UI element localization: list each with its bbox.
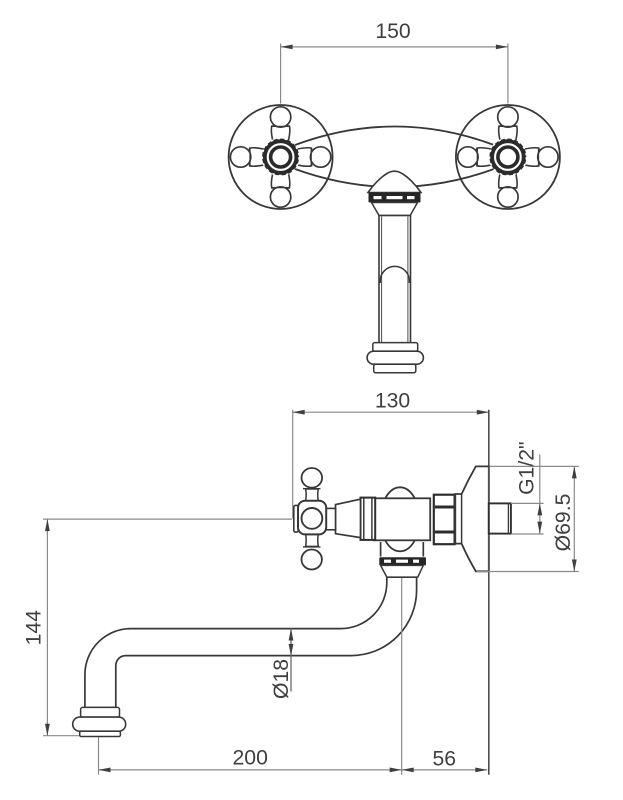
svg-text:Ø18: Ø18 xyxy=(270,659,293,699)
svg-text:130: 130 xyxy=(375,390,410,413)
svg-text:150: 150 xyxy=(375,20,410,43)
svg-text:144: 144 xyxy=(23,610,46,646)
svg-text:Ø69.5: Ø69.5 xyxy=(552,494,575,552)
svg-text:200: 200 xyxy=(233,747,268,770)
svg-text:56: 56 xyxy=(433,747,457,770)
svg-text:G1/2": G1/2" xyxy=(515,441,538,494)
